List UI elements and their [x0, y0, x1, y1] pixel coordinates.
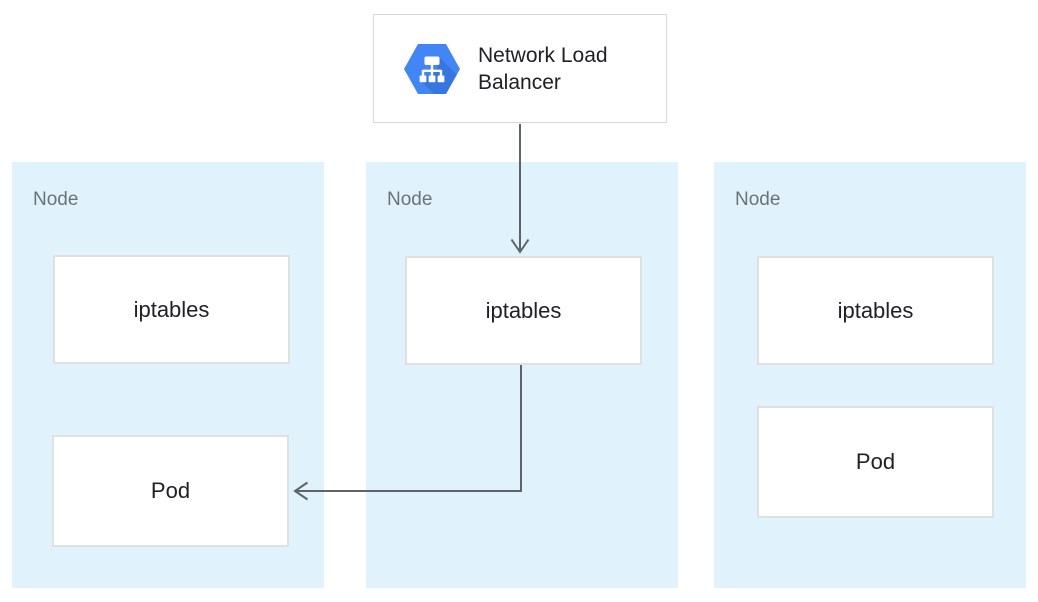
node-1-pod-box: Pod [52, 435, 289, 547]
node-2-iptables-box: iptables [405, 256, 642, 365]
node-2: Node iptables [366, 162, 678, 588]
node-3-iptables-label: iptables [837, 297, 914, 323]
node-1-iptables-box: iptables [53, 255, 290, 364]
network-load-balancer-icon [404, 43, 460, 94]
node-2-iptables-label: iptables [485, 297, 562, 323]
node-3: Node iptables Pod [714, 162, 1026, 588]
node-2-label: Node [387, 189, 433, 210]
node-1-pod-label: Pod [150, 478, 191, 503]
node-1-iptables-label: iptables [133, 296, 210, 322]
node-3-iptables-box: iptables [757, 256, 994, 365]
node-3-pod-box: Pod [757, 406, 994, 518]
node-3-pod-label: Pod [855, 449, 896, 474]
network-load-balancer-label: Network Load Balancer [478, 43, 608, 94]
node-3-label: Node [735, 189, 781, 210]
network-load-balancer-box: Network Load Balancer [373, 14, 667, 123]
node-1: Node iptables Pod [12, 162, 324, 588]
node-1-label: Node [33, 189, 79, 210]
